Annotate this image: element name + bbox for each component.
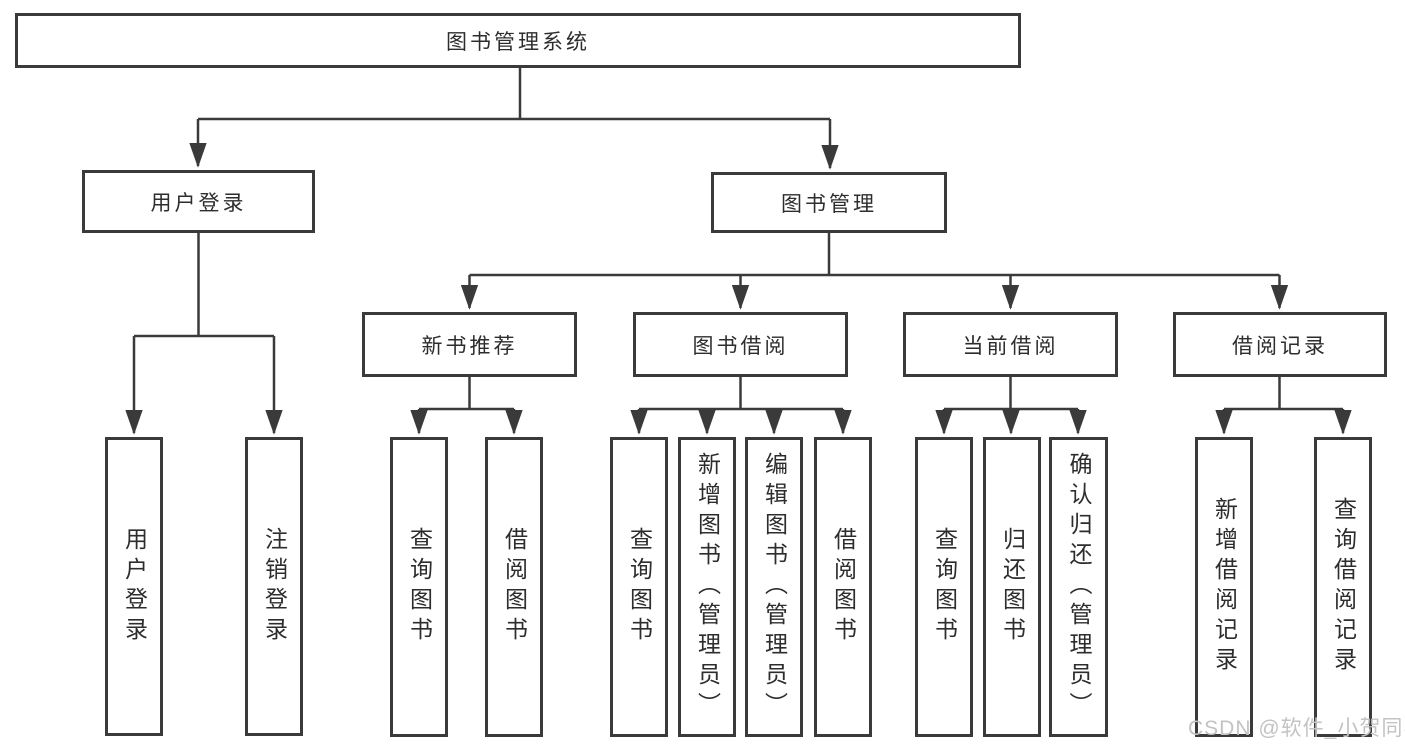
node-leaf-bb-add-books: 新增图书（管理员）: [678, 437, 736, 737]
node-book-mgmt: 图书管理: [711, 172, 947, 233]
node-borrow-records-label: 借阅记录: [1232, 334, 1328, 358]
node-leaf-cb-return-books: 归还图书: [983, 437, 1041, 737]
node-borrow-records: 借阅记录: [1173, 312, 1387, 377]
node-current-borrowing: 当前借阅: [903, 312, 1118, 377]
node-leaf-bb-query-books-label: 查询图书: [626, 527, 653, 647]
node-leaf-bb-borrow-books-label: 借阅图书: [830, 527, 857, 647]
node-leaf-rec-query-record-label: 查询借阅记录: [1330, 497, 1357, 677]
node-leaf-cb-return-books-label: 归还图书: [999, 527, 1026, 647]
node-leaf-logout: 注销登录: [245, 437, 303, 736]
node-leaf-bb-query-books: 查询图书: [610, 437, 668, 737]
node-leaf-login-label: 用户登录: [121, 526, 148, 647]
node-book-mgmt-label: 图书管理: [781, 192, 877, 216]
node-leaf-cb-confirm-return: 确认归还（管理员）: [1049, 437, 1108, 737]
node-user-login: 用户登录: [82, 170, 315, 233]
node-root: 图书管理系统: [15, 13, 1021, 68]
node-leaf-bb-add-books-label: 新增图书（管理员）: [694, 452, 721, 722]
node-book-borrowing: 图书借阅: [633, 312, 848, 377]
node-leaf-nb-query-books: 查询图书: [390, 437, 448, 737]
node-leaf-nb-query-books-label: 查询图书: [406, 527, 433, 647]
node-leaf-bb-edit-books: 编辑图书（管理员）: [745, 437, 803, 737]
node-leaf-rec-add-record: 新增借阅记录: [1195, 437, 1253, 737]
node-book-borrowing-label: 图书借阅: [692, 334, 789, 358]
node-leaf-bb-borrow-books: 借阅图书: [814, 437, 872, 737]
node-leaf-nb-borrow-books-label: 借阅图书: [501, 527, 528, 647]
node-current-borrowing-label: 当前借阅: [962, 334, 1059, 358]
node-leaf-cb-query-books-label: 查询图书: [931, 527, 958, 647]
csdn-watermark: CSDN @软件_小贺同学: [1188, 717, 1405, 740]
node-new-book-recommend: 新书推荐: [362, 312, 577, 377]
node-leaf-login: 用户登录: [105, 437, 163, 736]
node-leaf-cb-query-books: 查询图书: [915, 437, 973, 737]
node-root-label: 图书管理系统: [446, 30, 590, 54]
node-user-login-label: 用户登录: [150, 191, 247, 215]
node-leaf-logout-label: 注销登录: [261, 526, 288, 647]
node-leaf-bb-edit-books-label: 编辑图书（管理员）: [761, 452, 788, 722]
node-new-book-recommend-label: 新书推荐: [421, 334, 518, 358]
node-leaf-rec-add-record-label: 新增借阅记录: [1211, 497, 1238, 677]
node-leaf-nb-borrow-books: 借阅图书: [485, 437, 543, 737]
node-leaf-cb-confirm-return-label: 确认归还（管理员）: [1066, 452, 1092, 722]
node-leaf-rec-query-record: 查询借阅记录: [1314, 437, 1372, 737]
